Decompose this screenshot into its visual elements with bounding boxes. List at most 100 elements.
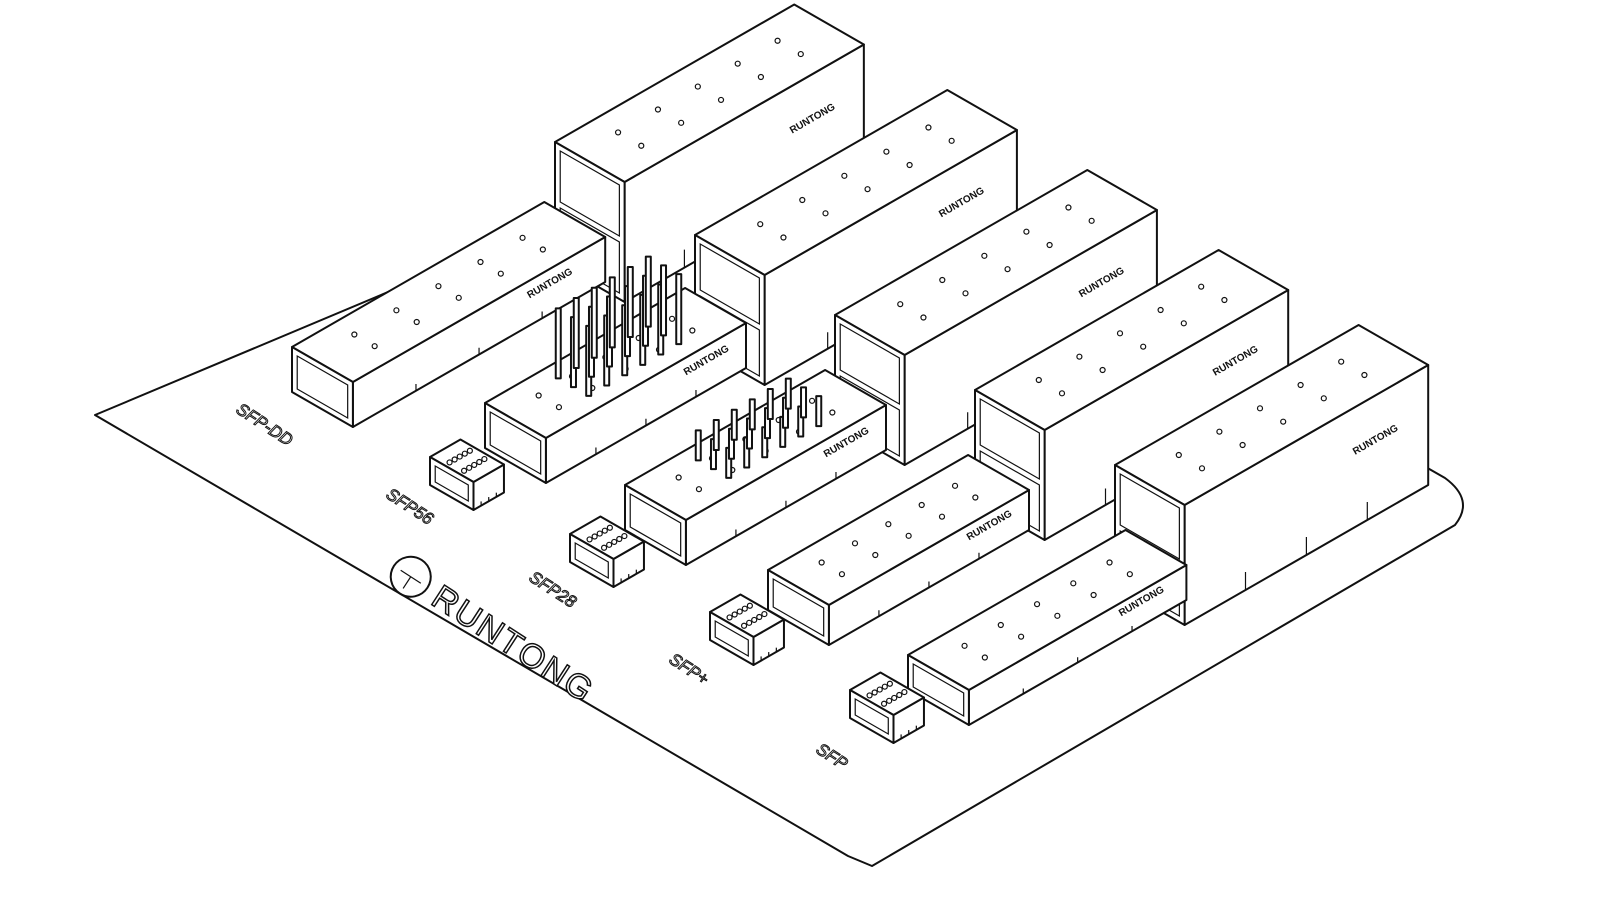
vent-hole-icon	[961, 642, 968, 649]
heatsink-pin	[730, 408, 738, 441]
vent-hole-icon	[1116, 330, 1124, 337]
vent-hole-icon	[761, 610, 768, 618]
vent-hole-icon	[1004, 266, 1011, 273]
vent-hole-icon	[736, 608, 743, 615]
vent-hole-icon	[751, 616, 758, 624]
vent-hole-icon	[466, 447, 473, 454]
vent-hole-icon	[435, 283, 442, 290]
port-opening	[1119, 472, 1180, 561]
heatsink-pin	[675, 273, 683, 346]
port-opening	[979, 397, 1040, 481]
heatsink-pin	[660, 264, 668, 337]
vent-hole-icon	[1126, 571, 1133, 578]
vent-hole-icon	[497, 270, 504, 277]
vent-hole-icon	[586, 536, 593, 543]
sfp-dd-cage: RUNTONG	[291, 201, 607, 428]
vent-hole-icon	[466, 464, 473, 471]
vent-hole-icon	[885, 521, 892, 528]
vent-hole-icon	[1256, 405, 1264, 412]
vent-hole-icon	[393, 307, 400, 314]
vent-hole-icon	[891, 694, 898, 702]
cage-2x1-b: RUNTONG	[834, 169, 1158, 466]
vent-hole-icon	[901, 688, 908, 696]
vent-hole-icon	[555, 404, 563, 411]
vent-hole-icon	[614, 129, 622, 136]
vent-hole-icon	[731, 611, 738, 618]
vent-hole-icon	[1180, 320, 1187, 327]
vent-hole-icon	[461, 450, 468, 457]
heatsink-pin	[800, 386, 808, 419]
vent-hole-icon	[881, 683, 888, 690]
vent-hole-icon	[841, 172, 848, 179]
vent-hole-icon	[1216, 428, 1223, 435]
vent-hole-icon	[896, 691, 903, 699]
vent-hole-icon	[981, 654, 988, 661]
front-face	[849, 689, 895, 744]
vent-hole-icon	[797, 50, 804, 58]
vent-hole-icon	[1198, 283, 1205, 290]
vent-hole-icon	[1361, 371, 1368, 379]
vent-hole-icon	[606, 524, 613, 531]
vent-hole-icon	[451, 456, 458, 463]
heatsink-pin	[644, 255, 652, 328]
vent-hole-icon	[1320, 395, 1327, 402]
vent-hole-icon	[1088, 217, 1095, 224]
port-opening	[296, 354, 349, 420]
vent-hole-icon	[600, 544, 608, 551]
vent-hole-icon	[981, 252, 988, 259]
front-face	[484, 402, 547, 484]
port-opening	[434, 464, 469, 503]
vent-hole-icon	[668, 315, 676, 322]
vent-hole-icon	[460, 467, 468, 474]
vent-hole-icon	[799, 196, 806, 204]
vent-hole-icon	[829, 409, 836, 416]
vent-hole-icon	[906, 161, 913, 169]
vent-hole-icon	[1221, 296, 1228, 304]
vent-hole-icon	[591, 533, 598, 540]
vent-hole-icon	[413, 318, 420, 326]
vent-hole-icon	[757, 221, 764, 228]
heatsink-pin	[626, 266, 634, 338]
vent-hole-icon	[596, 530, 603, 537]
vent-hole-icon	[1239, 441, 1246, 449]
vent-hole-icon	[1338, 358, 1345, 365]
vent-hole-icon	[951, 482, 959, 489]
vent-hole-icon	[876, 686, 883, 693]
vent-hole-icon	[638, 142, 645, 149]
vent-hole-icon	[535, 392, 542, 399]
sfp56-cage: RUNTONG	[484, 255, 747, 484]
front-face	[429, 456, 475, 511]
heatsink-pin	[572, 297, 580, 370]
sfp28-connector	[569, 515, 645, 588]
vent-hole-icon	[621, 532, 628, 540]
vent-hole-icon	[808, 397, 816, 404]
vent-hole-icon	[780, 234, 787, 241]
vent-hole-icon	[925, 124, 932, 131]
vent-hole-icon	[616, 535, 623, 543]
heatsink-pin	[590, 286, 598, 359]
vent-hole-icon	[455, 294, 462, 301]
vent-hole-icon	[948, 137, 955, 144]
vent-hole-icon	[456, 453, 463, 460]
sfp-plus-cage: RUNTONG	[767, 454, 1030, 646]
cage-2x1-top: RUNTONG	[554, 3, 865, 303]
vent-hole-icon	[471, 461, 478, 469]
vent-hole-icon	[675, 474, 682, 481]
front-face	[709, 611, 755, 666]
vent-hole-icon	[1090, 591, 1097, 599]
port-opening	[574, 541, 609, 580]
vent-hole-icon	[351, 331, 358, 338]
vent-hole-icon	[897, 301, 904, 308]
sfp28-cage: RUNTONG	[624, 369, 887, 566]
vent-hole-icon	[746, 619, 753, 626]
vent-hole-icon	[938, 513, 946, 520]
vent-hole-icon	[726, 614, 733, 621]
sfp56-connector	[429, 438, 505, 511]
sfp-cage: RUNTONG	[907, 529, 1188, 726]
sfp-plus-connector	[709, 593, 785, 666]
vent-hole-icon	[872, 551, 879, 559]
vent-hole-icon	[757, 73, 765, 81]
vent-hole-icon	[446, 459, 453, 466]
vent-hole-icon	[717, 96, 725, 104]
sfp-connector	[849, 671, 925, 744]
